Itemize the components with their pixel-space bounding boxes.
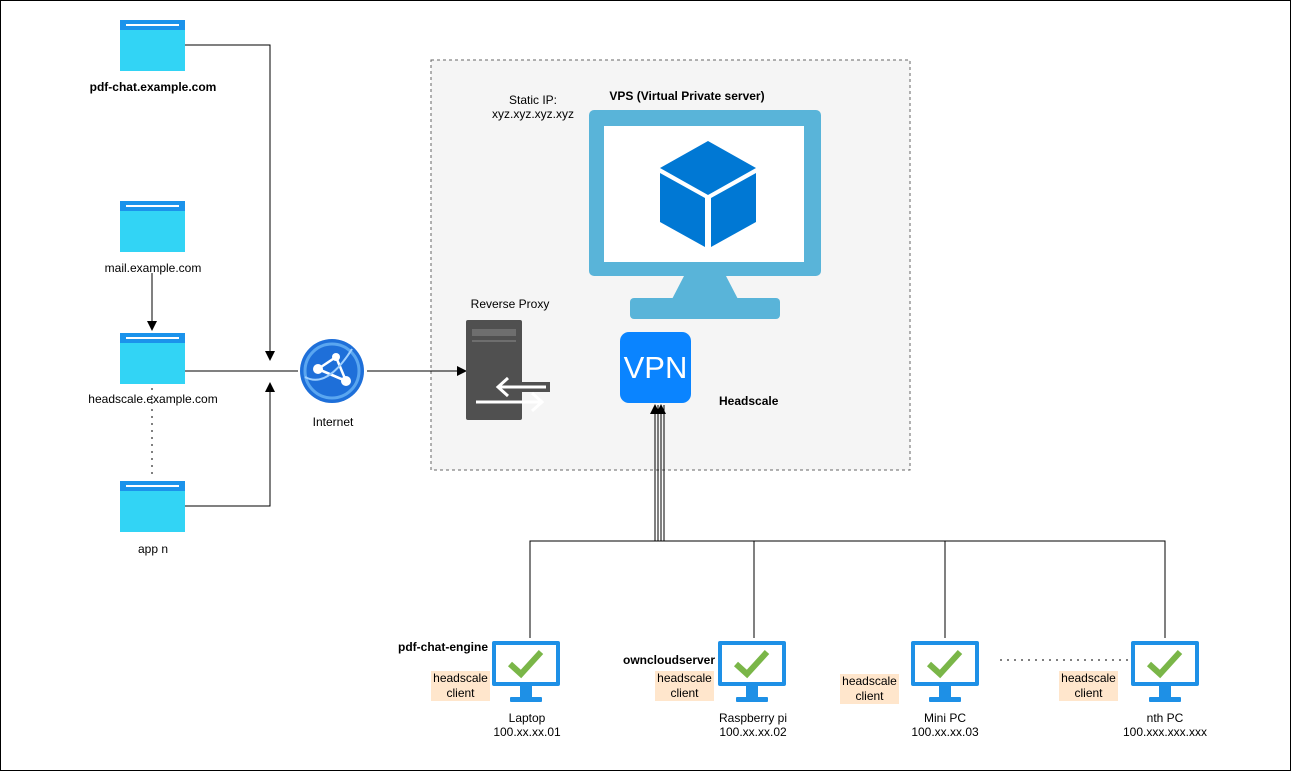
browser-window-icon[interactable] [120, 333, 185, 384]
monitor-check-icon[interactable] [492, 641, 560, 702]
browser-window-icon[interactable] [120, 20, 185, 71]
device-ip-nthpc: 100.xxx.xxx.xxx [1122, 725, 1208, 739]
device-ip-raspberry: 100.xx.xx.02 [719, 725, 787, 739]
tag-line: headscale [842, 674, 897, 688]
monitor-check-icon[interactable] [718, 641, 786, 702]
device-label-raspberry: Raspberry pi [718, 711, 788, 725]
static-ip-label: Static IP: [508, 93, 558, 107]
vps-title: VPS (Virtual Private server) [609, 89, 765, 103]
client-name-laptop: pdf-chat-engine [398, 640, 488, 654]
globe-network-icon[interactable] [300, 339, 364, 403]
app-label-mail: mail.example.com [104, 261, 202, 275]
device-ip-laptop: 100.xx.xx.01 [493, 725, 561, 739]
app-label-pdf-chat: pdf-chat.example.com [89, 80, 217, 94]
tag-line: client [670, 686, 699, 700]
headscale-client-tag: headscale client [431, 671, 490, 701]
vpn-badge-text: VPN [624, 350, 688, 385]
app-label-headscale: headscale.example.com [88, 392, 218, 406]
client-name-raspberry: owncloudserver [623, 653, 716, 667]
app-connectors [147, 44, 467, 507]
headscale-client-tag: headscale client [1059, 671, 1118, 701]
monitor-check-icon[interactable] [1131, 641, 1199, 702]
device-label-nthpc: nth PC [1146, 711, 1184, 725]
headscale-client-tag: headscale client [655, 671, 714, 701]
tag-line: headscale [1061, 671, 1116, 685]
internet-label: Internet [312, 415, 354, 429]
browser-window-icon[interactable] [120, 201, 185, 252]
monitor-check-icon[interactable] [911, 641, 979, 702]
headscale-label: Headscale [719, 394, 779, 408]
connector-appn [185, 382, 275, 507]
static-ip-value: xyz.xyz.xyz.xyz [491, 107, 575, 121]
tag-line: client [1074, 686, 1103, 700]
tag-line: client [446, 686, 475, 700]
connector-pdfchat [185, 44, 275, 361]
device-label-laptop: Laptop [508, 711, 546, 725]
virtual-machine-monitor-icon[interactable] [589, 110, 821, 319]
device-label-minipc: Mini PC [923, 711, 967, 725]
server-proxy-icon[interactable] [466, 320, 550, 420]
browser-window-icon[interactable] [120, 481, 185, 532]
client-bus [529, 540, 1166, 638]
vpn-badge-icon[interactable]: VPN [620, 332, 691, 403]
tag-line: headscale [657, 671, 712, 685]
tag-line: headscale [433, 671, 488, 685]
tag-line: client [855, 689, 884, 703]
device-ip-minipc: 100.xx.xx.03 [911, 725, 979, 739]
app-label-appn: app n [137, 542, 169, 556]
client-connectors [529, 404, 1166, 661]
headscale-client-tag: headscale client [840, 674, 899, 704]
reverse-proxy-label: Reverse Proxy [470, 297, 550, 311]
